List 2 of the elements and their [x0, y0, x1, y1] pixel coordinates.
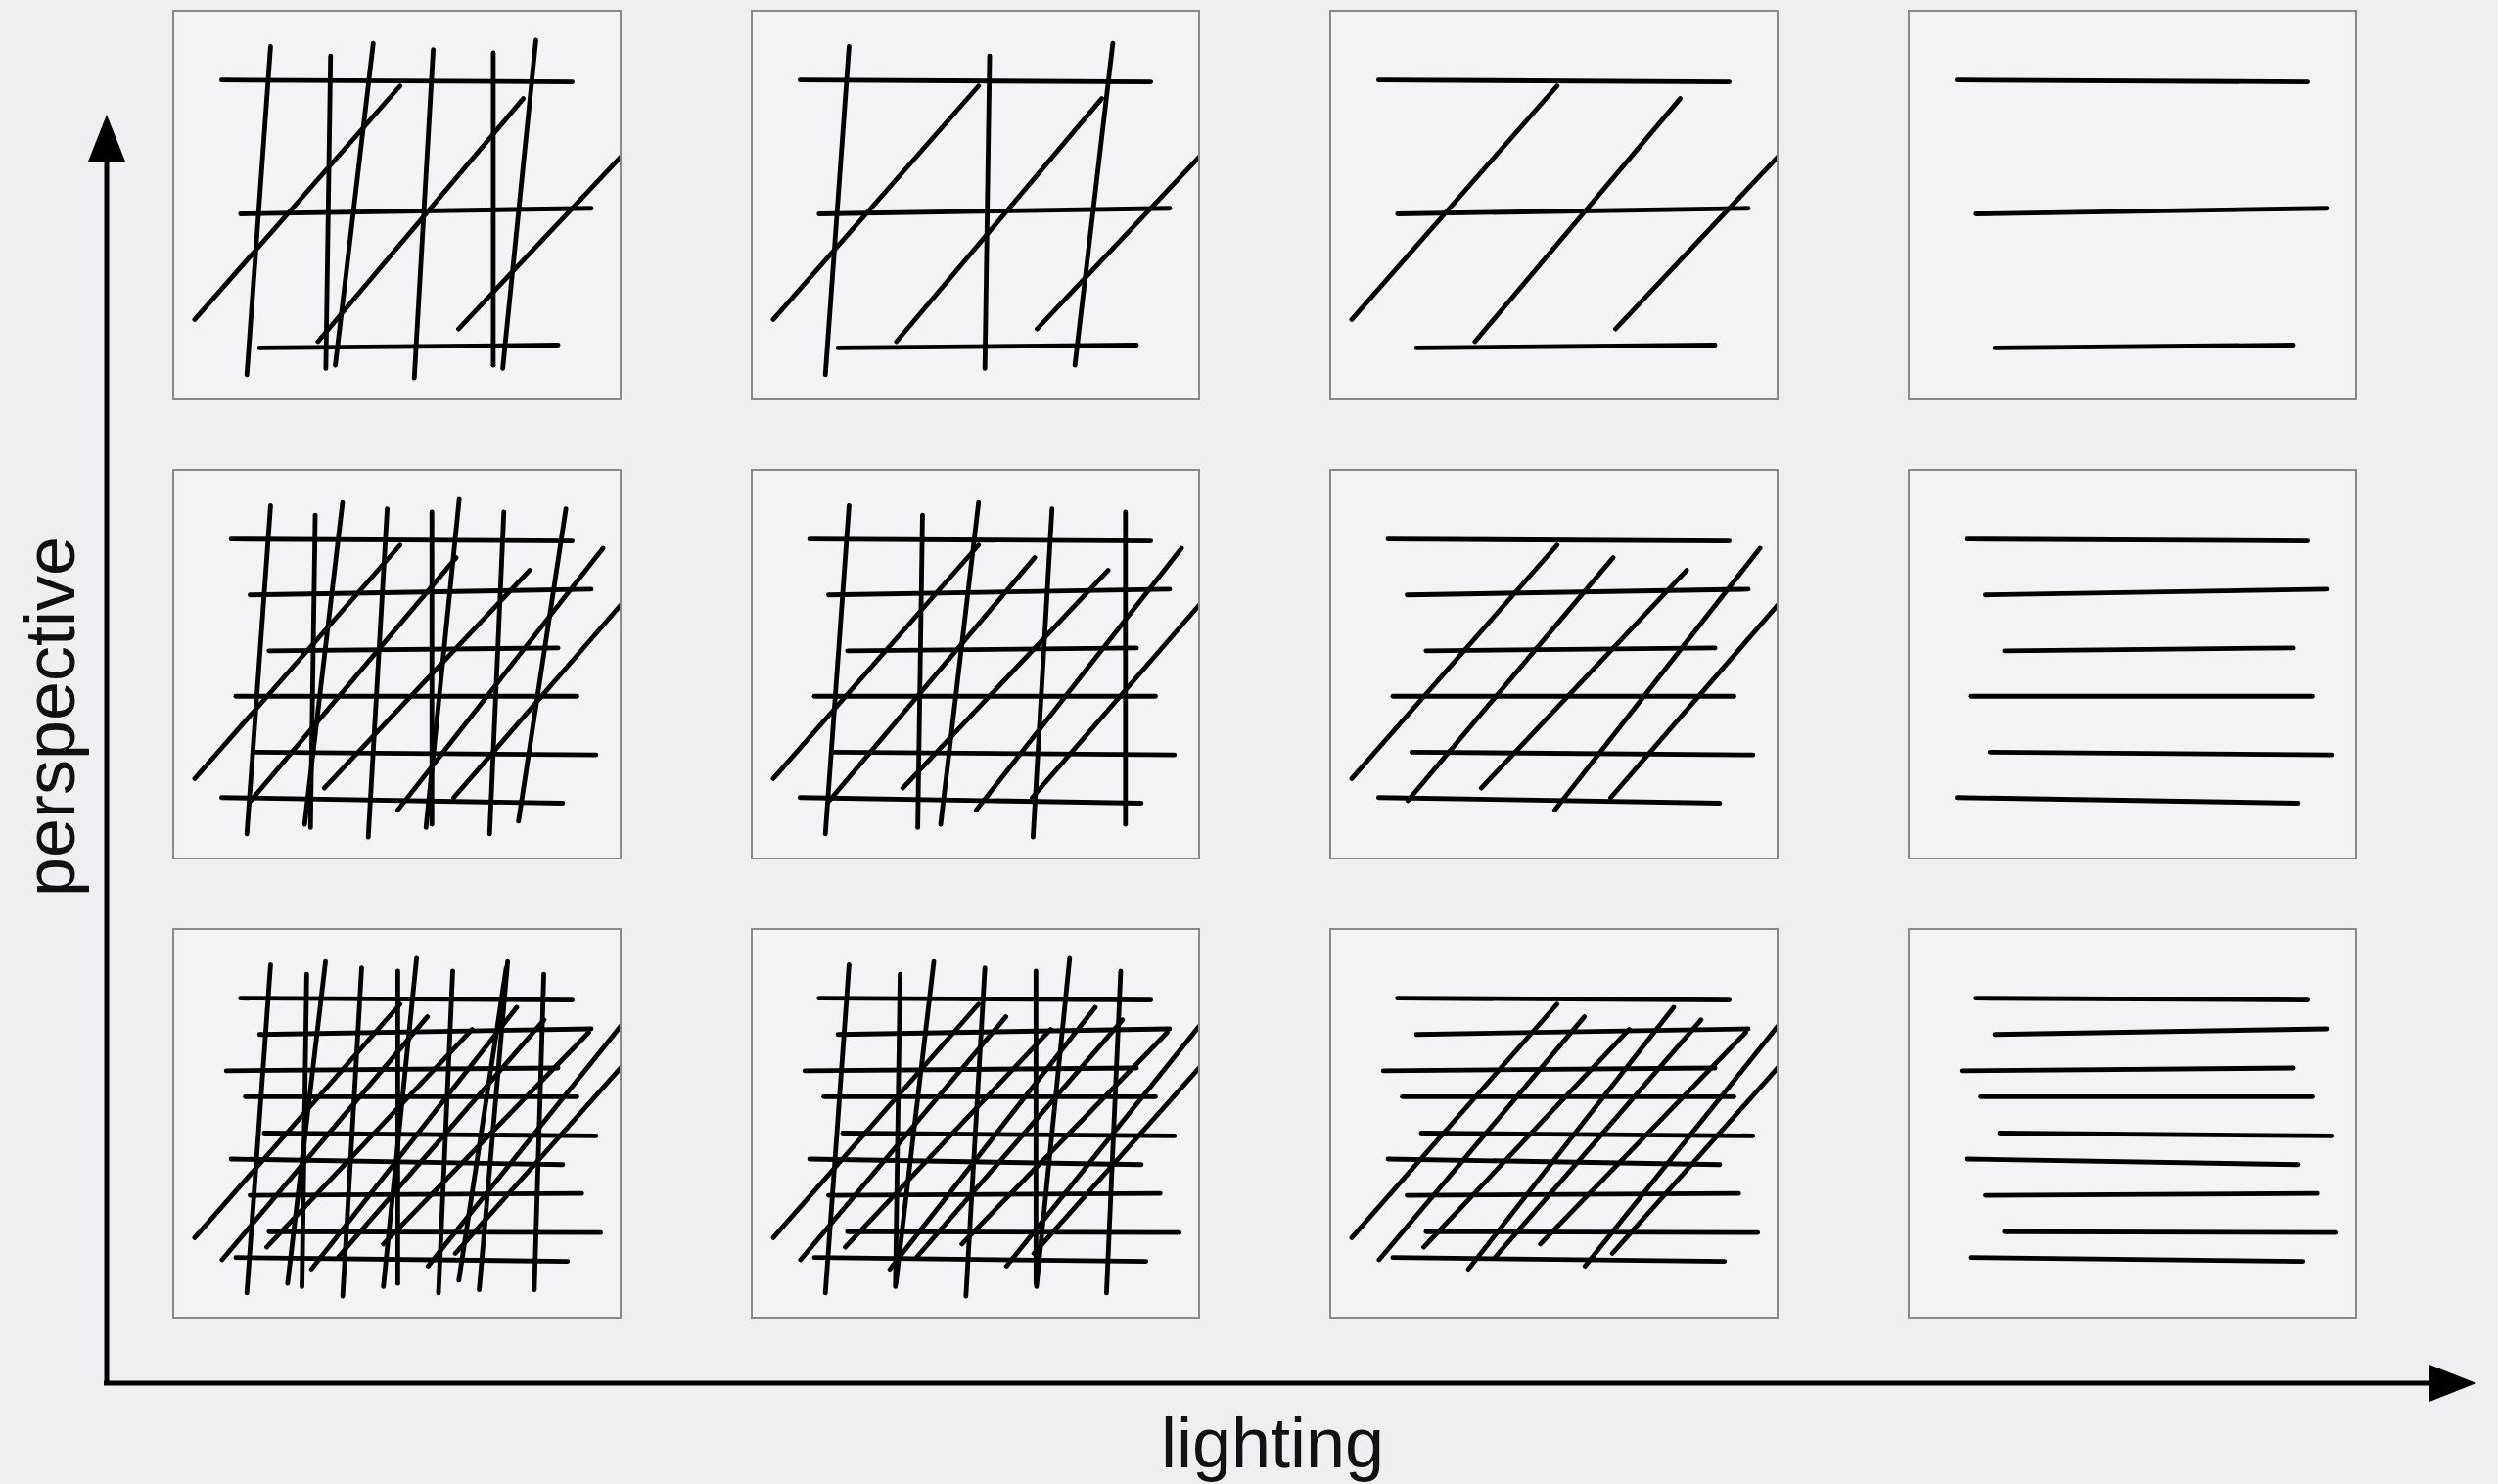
- axis-label: lighting: [1160, 1405, 1385, 1483]
- axis-label: perspective: [12, 535, 90, 898]
